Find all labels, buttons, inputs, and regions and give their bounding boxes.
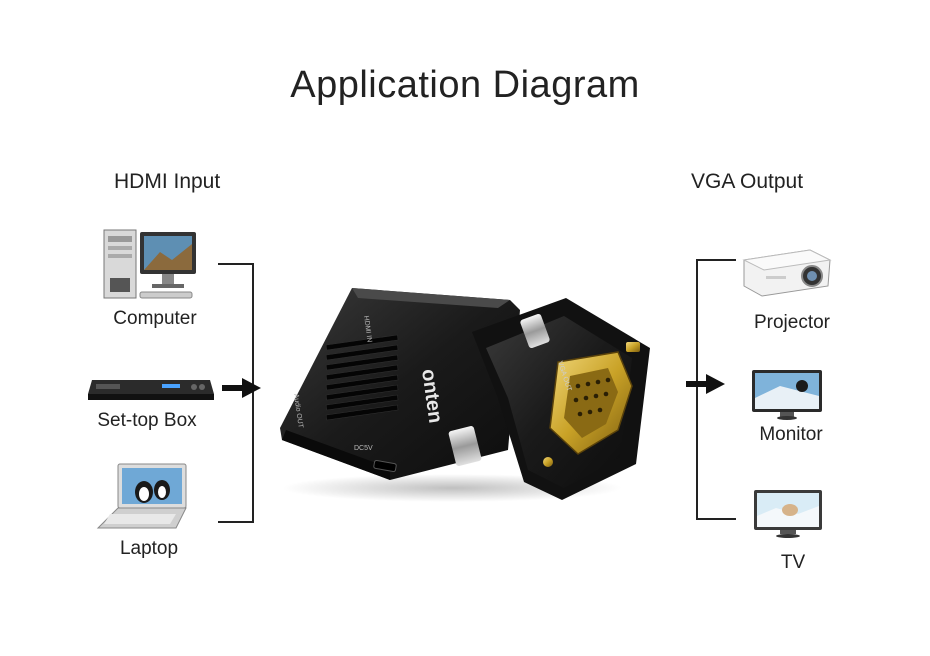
laptop-icon bbox=[96, 462, 192, 532]
arrow-right-icon bbox=[222, 377, 262, 399]
connector-line bbox=[696, 259, 736, 261]
computer-label: Computer bbox=[100, 308, 210, 330]
monitor-icon bbox=[750, 368, 824, 420]
adapter-port-dc5v: DC5V bbox=[354, 445, 373, 452]
hdmi-input-heading: HDMI Input bbox=[114, 170, 220, 194]
connector-line bbox=[218, 521, 254, 523]
monitor-label: Monitor bbox=[746, 424, 836, 446]
connector-line bbox=[696, 518, 736, 520]
projector-icon bbox=[740, 244, 832, 298]
set-top-box-label: Set-top Box bbox=[88, 410, 206, 432]
page-title: Application Diagram bbox=[0, 64, 930, 107]
vga-output-heading: VGA Output bbox=[691, 170, 803, 194]
computer-icon bbox=[100, 226, 200, 302]
connector-line bbox=[218, 263, 254, 265]
hdmi-to-vga-adapter-image: onten HDMI IN Audio OUT DC5V VGA OUT bbox=[272, 288, 662, 510]
projector-label: Projector bbox=[742, 312, 842, 334]
laptop-label: Laptop bbox=[96, 538, 202, 560]
tv-label: TV bbox=[758, 552, 828, 574]
set-top-box-icon bbox=[86, 372, 216, 404]
tv-icon bbox=[752, 488, 824, 540]
arrow-right-icon bbox=[686, 373, 726, 395]
